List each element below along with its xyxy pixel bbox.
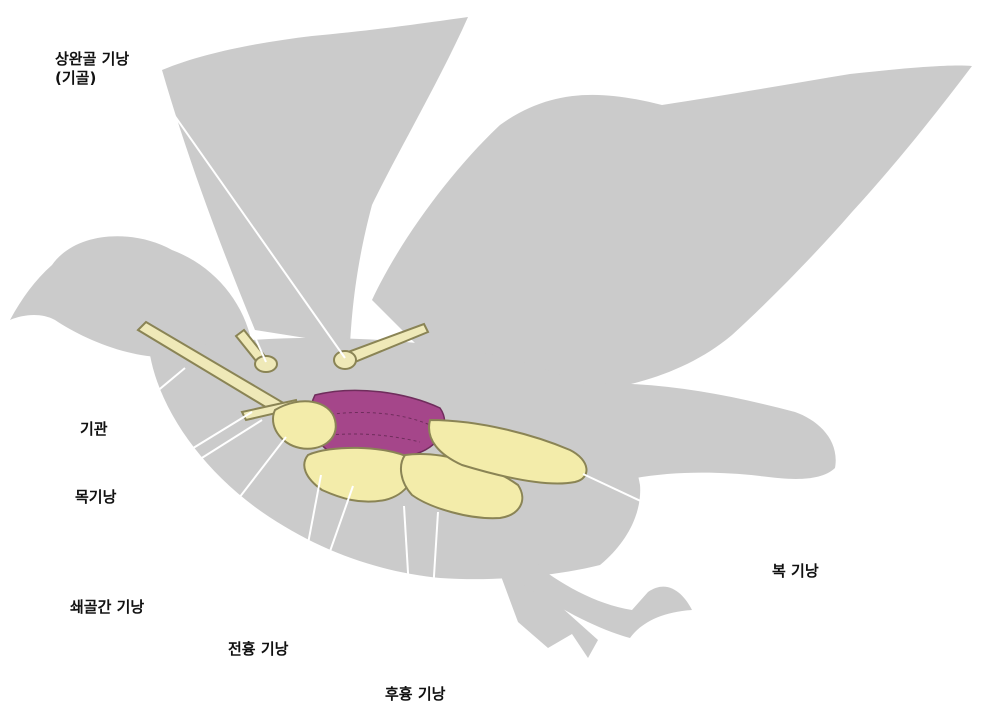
label-humerus-air-sac: 상완골 기낭 (기골) [55, 50, 129, 88]
label-cervical-air-sac: 목기낭 [75, 488, 116, 507]
label-trachea: 기관 [80, 420, 108, 439]
label-posterior-thoracic-air-sac: 후흉 기낭 [385, 685, 445, 704]
label-anterior-thoracic-air-sac: 전흉 기낭 [228, 640, 288, 659]
label-humerus-air-sac-line2: (기골) [55, 69, 129, 88]
label-clavicular-air-sac: 쇄골간 기낭 [70, 598, 144, 617]
label-humerus-air-sac-line1: 상완골 기낭 [55, 50, 129, 69]
label-abdominal-air-sac: 복 기낭 [772, 562, 819, 581]
